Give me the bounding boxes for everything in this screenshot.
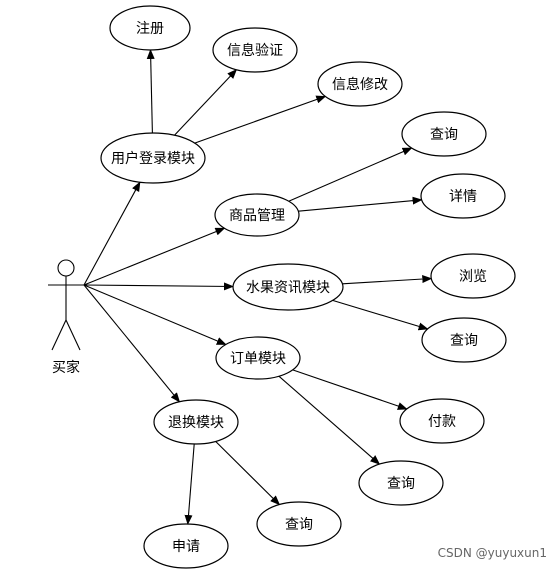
use-case-fruit: 水果资讯模块 bbox=[232, 263, 344, 311]
use-case-label: 商品管理 bbox=[229, 208, 285, 224]
use-case-refund: 退换模块 bbox=[153, 399, 239, 445]
use-case-ellipse bbox=[420, 173, 506, 219]
edge-buyer-to-refund bbox=[83, 284, 181, 403]
use-case-ellipse bbox=[214, 193, 300, 237]
use-case-fruit-browse: 浏览 bbox=[430, 253, 516, 299]
use-case-refund-apply: 申请 bbox=[143, 523, 229, 569]
actor-left-leg bbox=[51, 319, 67, 351]
edges-layer bbox=[83, 49, 433, 525]
use-case-label: 信息验证 bbox=[227, 42, 283, 59]
edge-goods-to-goods_query bbox=[288, 147, 413, 202]
edge-fruit-to-fruit_browse bbox=[342, 275, 433, 285]
use-case-label: 注册 bbox=[136, 21, 164, 37]
use-case-label: 查询 bbox=[285, 517, 313, 533]
use-case-label: 付款 bbox=[428, 414, 456, 430]
edge-goods-to-goods_detail bbox=[298, 196, 423, 212]
use-case-verify: 信息验证 bbox=[212, 27, 298, 73]
use-case-order-query: 查询 bbox=[358, 460, 444, 506]
use-case-order-pay: 付款 bbox=[399, 398, 485, 444]
edge-order-to-order_pay bbox=[292, 369, 408, 410]
edge-login-to-register bbox=[146, 49, 155, 134]
use-case-refund-query: 查询 bbox=[256, 501, 342, 547]
use-case-label: 查询 bbox=[387, 476, 415, 492]
edge-buyer-to-login bbox=[83, 181, 141, 286]
use-case-ellipse bbox=[430, 253, 516, 299]
actor-head bbox=[57, 259, 75, 277]
use-case-label: 信息修改 bbox=[332, 76, 388, 93]
watermark: CSDN @yuyuxun1 bbox=[437, 546, 547, 560]
use-case-ellipse bbox=[143, 523, 229, 569]
use-case-goods-query: 查询 bbox=[401, 111, 487, 157]
edge-refund-to-refund_apply bbox=[184, 443, 195, 525]
use-case-order: 订单模块 bbox=[215, 336, 301, 380]
edge-order-to-order_query bbox=[278, 375, 381, 465]
use-case-ellipse bbox=[212, 27, 298, 73]
edge-login-to-modify bbox=[194, 95, 327, 144]
use-case-ellipse bbox=[215, 336, 301, 380]
edge-buyer-to-fruit bbox=[83, 282, 234, 291]
use-case-label: 详情 bbox=[449, 189, 477, 205]
use-case-ellipse bbox=[421, 317, 507, 363]
actor-buyer: 买家 bbox=[48, 259, 84, 376]
use-case-label: 申请 bbox=[172, 539, 200, 555]
actor-right-leg bbox=[65, 319, 81, 351]
edge-refund-to-refund_query bbox=[215, 441, 281, 506]
edge-login-to-verify bbox=[174, 68, 238, 136]
use-case-fruit-query: 查询 bbox=[421, 317, 507, 363]
use-case-ellipse bbox=[401, 111, 487, 157]
use-case-label: 浏览 bbox=[459, 269, 487, 285]
edge-buyer-to-order bbox=[83, 284, 227, 346]
use-case-ellipse bbox=[109, 5, 191, 51]
use-case-ellipse bbox=[317, 61, 403, 107]
use-case-ellipse bbox=[100, 132, 206, 184]
use-case-login: 用户登录模块 bbox=[100, 132, 206, 184]
use-case-label: 退换模块 bbox=[168, 414, 224, 431]
use-case-label: 查询 bbox=[430, 127, 458, 143]
use-case-goods-detail: 详情 bbox=[420, 173, 506, 219]
actor-label: 买家 bbox=[52, 359, 80, 376]
use-case-label: 订单模块 bbox=[230, 351, 286, 367]
use-case-modify: 信息修改 bbox=[317, 61, 403, 107]
use-case-goods: 商品管理 bbox=[214, 193, 300, 237]
use-case-label: 查询 bbox=[450, 333, 478, 349]
use-case-ellipse bbox=[399, 398, 485, 444]
use-case-ellipse bbox=[256, 501, 342, 547]
use-case-label: 水果资讯模块 bbox=[246, 280, 330, 296]
edge-buyer-to-goods bbox=[83, 227, 226, 286]
nodes-layer: 用户登录模块注册信息验证信息修改商品管理查询详情水果资讯模块浏览查询订单模块付款… bbox=[100, 5, 516, 569]
use-case-label: 用户登录模块 bbox=[111, 150, 195, 167]
use-case-register: 注册 bbox=[109, 5, 191, 51]
edge-fruit-to-fruit_query bbox=[332, 299, 429, 331]
use-case-ellipse bbox=[358, 460, 444, 506]
use-case-ellipse bbox=[232, 263, 344, 311]
use-case-ellipse bbox=[153, 399, 239, 445]
